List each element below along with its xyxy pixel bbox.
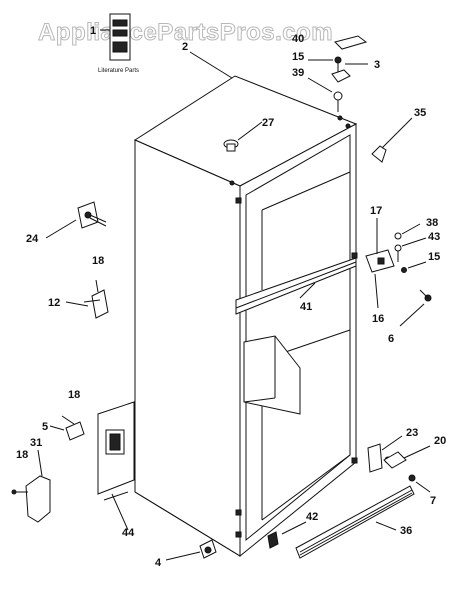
- literature-parts-booklet: [109, 13, 131, 61]
- callout-43: 43: [428, 231, 440, 243]
- hinge-bracket-part: [371, 145, 387, 163]
- callout-18-lower: 18: [16, 449, 28, 461]
- callout-3: 3: [374, 59, 380, 71]
- callout-18-middle: 18: [68, 389, 80, 401]
- callout-4: 4: [155, 557, 162, 569]
- callout-12: 12: [48, 297, 60, 309]
- toe-grille-36: [295, 485, 415, 559]
- callout-40: 40: [292, 33, 304, 45]
- top-hinge-hardware: [331, 56, 351, 112]
- callout-6: 6: [388, 333, 394, 345]
- callout-2: 2: [182, 41, 188, 53]
- callout-35: 35: [414, 107, 426, 119]
- clip-42: [267, 531, 279, 549]
- callout-7: 7: [430, 495, 436, 507]
- callout-44: 44: [122, 527, 135, 539]
- top-plug-part: [223, 139, 239, 152]
- access-panel-44: [97, 401, 135, 501]
- callout-20: 20: [434, 435, 446, 447]
- leveling-leg-4: [199, 539, 217, 559]
- side-clip-5: [61, 415, 85, 441]
- refrigerator-cabinet: [133, 75, 358, 558]
- callout-31: 31: [30, 437, 42, 449]
- callout-39: 39: [292, 67, 304, 79]
- callout-15-top: 15: [292, 51, 304, 63]
- callout-41: 41: [300, 301, 312, 313]
- top-hinge-cover: [334, 35, 368, 50]
- callout-16: 16: [372, 313, 384, 325]
- callout-42: 42: [306, 511, 318, 523]
- middle-hinge-assembly: [365, 232, 432, 302]
- callout-38: 38: [426, 217, 438, 229]
- callout-17: 17: [370, 205, 382, 217]
- cover-part-31: [11, 475, 51, 523]
- callout-36: 36: [400, 525, 412, 537]
- callout-15-mid: 15: [428, 251, 440, 263]
- callout-1: 1: [90, 25, 96, 37]
- callout-5: 5: [42, 421, 48, 433]
- callout-24: 24: [26, 233, 39, 245]
- callout-18-upper: 18: [92, 255, 104, 267]
- literature-parts-label: Literature Parts: [98, 68, 139, 74]
- side-bracket-part-24: [77, 201, 107, 229]
- callout-23: 23: [406, 427, 418, 439]
- watermark: AppliancePartsPros.com: [38, 19, 333, 46]
- callout-27: 27: [262, 117, 274, 129]
- side-screw-12: [83, 279, 109, 319]
- lower-hinge-parts: [367, 443, 416, 482]
